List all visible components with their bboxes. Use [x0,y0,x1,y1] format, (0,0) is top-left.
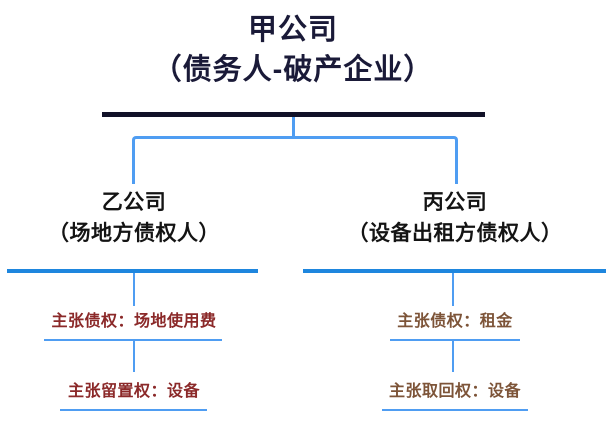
right-claim2-connector [452,341,454,372]
root-node-title: 甲公司 （债务人-破产企业） [0,10,586,90]
right-claim1-underline [390,339,520,341]
left-node-underline [7,269,258,273]
right-node-underline [303,269,606,273]
right-claim2-label: 主张取回权：设备 [388,383,521,400]
left-claim2-label: 主张留置权：设备 [67,383,200,400]
root-connector-stub [292,117,295,137]
right-node-title-line2: （设备出租方债权人） [347,222,563,245]
left-claim2-underline [60,409,207,411]
right-node-title: 丙公司 （设备出租方债权人） [320,187,590,249]
left-claim1-connector [133,273,135,306]
right-claim1-connector [452,273,454,306]
branch-connector [132,136,458,184]
left-node-title-line2: （场地方债权人） [48,222,220,245]
root-node-title-line2: （债务人-破产企业） [152,54,434,86]
left-claim1-underline [44,339,222,341]
left-claim2-connector [133,341,135,372]
right-claim1-label: 主张债权：租金 [397,313,513,330]
root-node-title-line1: 甲公司 [247,14,338,46]
right-claim2-underline [382,409,528,411]
left-node-title-line1: 乙公司 [101,191,167,214]
right-node-title-line1: 丙公司 [422,191,488,214]
left-claim1-label: 主张债权：场地使用费 [51,313,217,330]
root-underline [102,112,485,117]
left-node-title: 乙公司 （场地方债权人） [0,187,268,249]
